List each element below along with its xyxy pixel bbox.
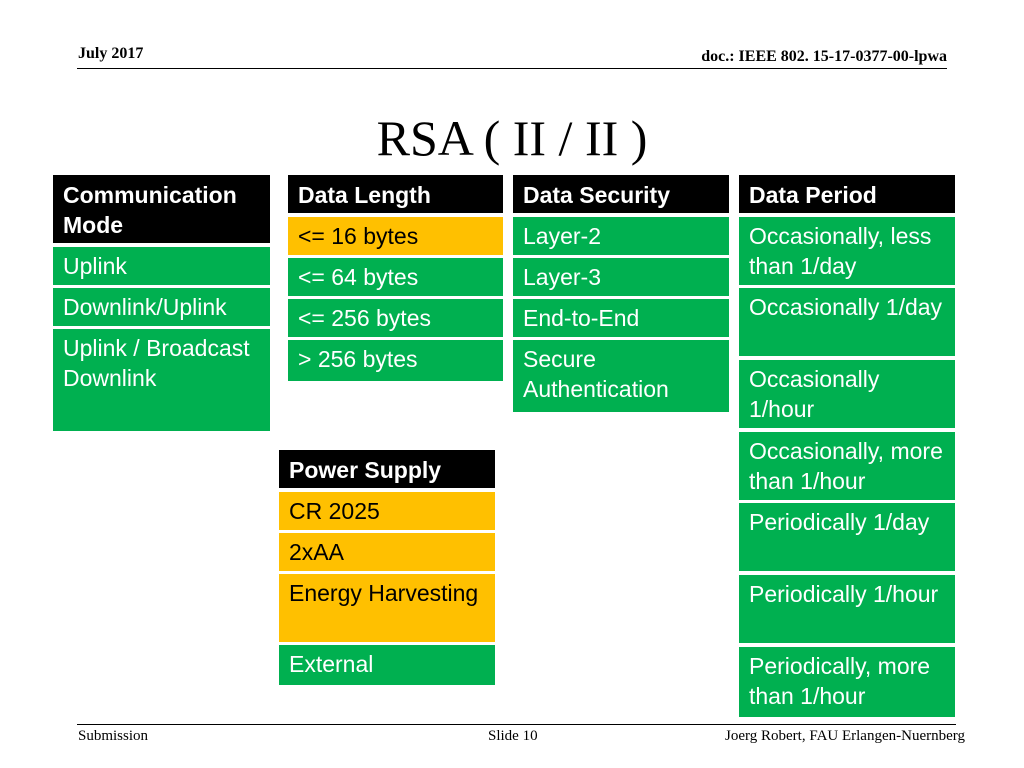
table-cell: 2xAA (279, 533, 495, 571)
table-cell: > 256 bytes (288, 340, 503, 381)
table-header: Data Length (288, 175, 503, 213)
table-cell: <= 16 bytes (288, 217, 503, 255)
table-cell: Downlink/Uplink (53, 288, 270, 326)
table-cell: CR 2025 (279, 492, 495, 530)
footer-divider (77, 724, 956, 725)
table-header: Power Supply (279, 450, 495, 488)
table-cell: Layer-2 (513, 217, 729, 255)
table-cell: Periodically 1/hour (739, 575, 955, 643)
table-power-supply: Power Supply CR 2025 2xAA Energy Harvest… (279, 450, 495, 685)
table-header: Data Security (513, 175, 729, 213)
header-doc-id: doc.: IEEE 802. 15-17-0377-00-lpwa (701, 48, 947, 65)
table-cell: Periodically, more than 1/hour (739, 647, 955, 717)
table-data-length: Data Length <= 16 bytes <= 64 bytes <= 2… (288, 175, 503, 381)
table-cell: External (279, 645, 495, 685)
footer-submission: Submission (78, 728, 149, 744)
table-cell: <= 64 bytes (288, 258, 503, 296)
table-cell: Occasionally 1/day (739, 288, 955, 356)
table-cell: <= 256 bytes (288, 299, 503, 337)
table-cell: Uplink / Broadcast Downlink (53, 329, 270, 431)
table-cell: Occasionally, more than 1/hour (739, 432, 955, 500)
table-header: Communication Mode (53, 175, 270, 243)
table-communication-mode: Communication Mode Uplink Downlink/Uplin… (53, 175, 270, 431)
table-data-period: Data Period Occasionally, less than 1/da… (739, 175, 955, 717)
table-cell: Uplink (53, 247, 270, 285)
table-cell: Periodically 1/day (739, 503, 955, 571)
footer-slide-number: Slide 10 (488, 728, 538, 744)
table-cell: Secure Authentication (513, 340, 729, 412)
header-divider (77, 68, 947, 69)
table-cell: End-to-End (513, 299, 729, 337)
table-header: Data Period (739, 175, 955, 213)
table-cell: Occasionally 1/hour (739, 360, 955, 428)
table-cell: Occasionally, less than 1/day (739, 217, 955, 285)
footer-author: Joerg Robert, FAU Erlangen-Nuernberg (725, 728, 965, 744)
slide-title: RSA ( II / II ) (376, 110, 648, 166)
header-date: July 2017 (78, 45, 144, 62)
table-cell: Layer-3 (513, 258, 729, 296)
table-data-security: Data Security Layer-2 Layer-3 End-to-End… (513, 175, 729, 412)
table-cell: Energy Harvesting (279, 574, 495, 642)
